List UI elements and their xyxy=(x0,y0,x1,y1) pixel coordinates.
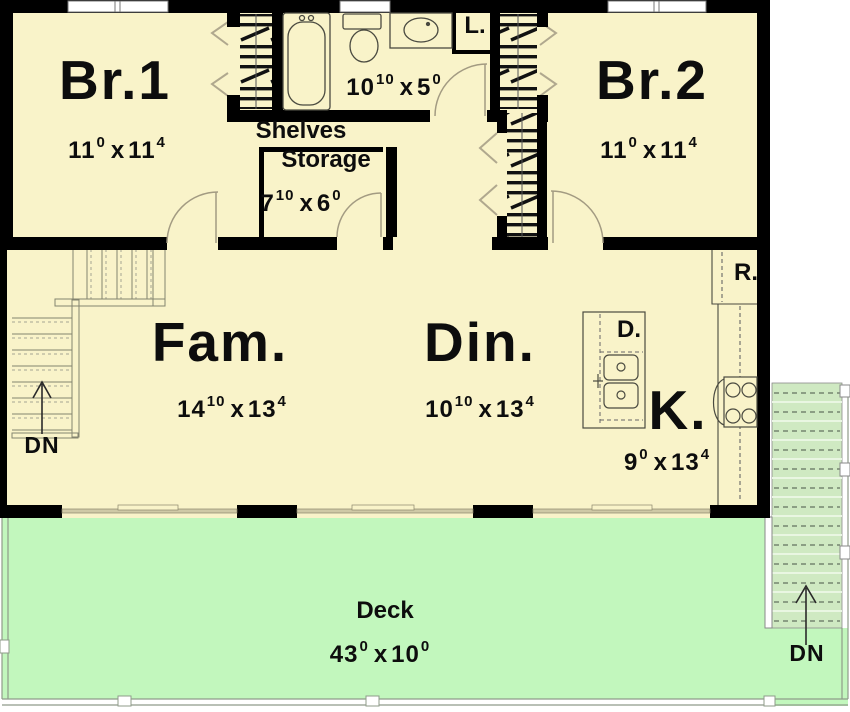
linen-closet-label: L. xyxy=(464,12,486,39)
storage-door-arc xyxy=(336,192,382,238)
kitchen-counter xyxy=(717,304,741,505)
room-label-family: Fam. xyxy=(151,311,289,373)
windows-top xyxy=(67,0,707,13)
room-label-br1: Br.1 xyxy=(59,49,171,111)
room-label-br2: Br.2 xyxy=(596,49,708,111)
deck-stair-treads xyxy=(772,392,842,622)
toilet-fixture xyxy=(342,13,382,63)
door-swings xyxy=(166,63,604,244)
br1-door-arc xyxy=(166,191,219,244)
dn-arrow-left-icon xyxy=(32,380,52,434)
island-sink-fixture xyxy=(593,354,639,409)
interior-stairs xyxy=(11,237,166,439)
storage-door-gap xyxy=(337,237,383,250)
dishwasher-label: D. xyxy=(617,316,641,343)
house-floor xyxy=(0,0,770,518)
room-label-dining: Din. xyxy=(424,311,536,373)
br2-door-arc xyxy=(550,190,604,244)
deck-rail-posts xyxy=(0,639,776,707)
kitchen-fixtures xyxy=(582,250,758,505)
shelves-label: Shelves xyxy=(255,117,347,144)
deck-stairs-right xyxy=(764,382,850,645)
range-fixture xyxy=(713,376,758,428)
closet-hatches xyxy=(240,14,537,237)
room-label-kitchen: K. xyxy=(648,379,708,441)
bath-fixtures xyxy=(282,12,453,111)
deck-label: Deck xyxy=(356,597,414,624)
kitchen-island xyxy=(582,311,646,429)
deck-railing xyxy=(1,397,849,706)
deck-area xyxy=(0,397,849,707)
refrigerator-cabinet xyxy=(711,250,757,305)
bathtub-fixture xyxy=(282,12,331,111)
bath-door-arc xyxy=(434,63,488,117)
dn-arrow-right-icon xyxy=(795,584,817,645)
windows-bottom xyxy=(61,504,711,514)
stairs-down-label-right: DN xyxy=(789,640,825,666)
bath-sink-fixture xyxy=(389,12,453,49)
refrigerator-label: R. xyxy=(734,259,758,286)
storage-label: Storage xyxy=(281,146,371,173)
stairs-down-label-left: DN xyxy=(24,432,60,458)
